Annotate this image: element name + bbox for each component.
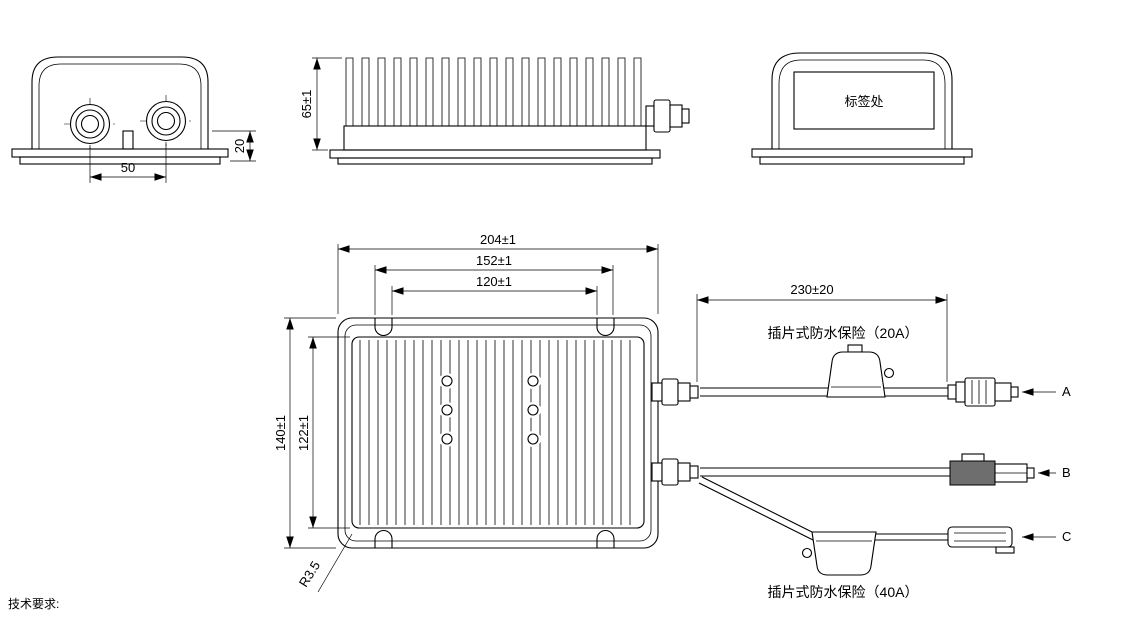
fuse-20a-body	[826, 351, 886, 398]
harness: 230±20 插片式防水保险（20A） A B 插片式防水保险（40A）	[696, 282, 1071, 600]
cable-c-diagonal-top	[701, 476, 821, 537]
side-view: 65±1	[299, 57, 690, 165]
screw-hole	[527, 433, 539, 445]
gland-right-bore	[156, 111, 176, 131]
top-outer-outline	[337, 317, 659, 549]
rear-view: 标签处	[751, 52, 973, 165]
fuse-20a-label: 插片式防水保险（20A）	[768, 325, 919, 341]
rear-body-inner	[778, 59, 946, 149]
screw-halo	[525, 431, 541, 447]
top-mid-outline	[344, 324, 652, 542]
connector-c-tab	[995, 546, 1015, 554]
dim-122-label: 122±1	[296, 415, 311, 451]
mount-slot-bottom-right	[596, 530, 615, 548]
screw-halo	[439, 373, 455, 389]
fuse-40a-body	[811, 531, 877, 576]
top-gland2-neck	[651, 462, 663, 482]
top-gland1-cap	[677, 382, 691, 402]
front-flange-inner	[19, 156, 221, 165]
screw-hole	[527, 404, 539, 416]
top-gland2-nut	[661, 458, 679, 486]
screw-hole	[527, 375, 539, 387]
top-gland1-nut	[661, 378, 679, 406]
radius-leader-line	[317, 533, 353, 593]
mount-slot-top-right	[596, 318, 615, 336]
tech-requirements-heading: 技术要求:	[8, 597, 59, 611]
top-view: 204±1 152±1 120±1 140±1 122±1 R3.5	[273, 232, 699, 593]
connector-b-body	[949, 460, 996, 486]
fuse-20a-loop	[883, 367, 895, 379]
mount-slot-top-left	[374, 318, 393, 336]
side-flange-inner	[337, 157, 653, 165]
dim-204-label: 204±1	[480, 232, 516, 247]
mount-slot-bottom-left	[374, 530, 393, 548]
cable-c-diagonal-bottom	[698, 482, 818, 543]
dim-230-label: 230±20	[790, 282, 833, 297]
top-gland1-neck	[651, 382, 663, 402]
screw-hole	[441, 375, 453, 387]
screw-hole	[441, 433, 453, 445]
top-gland1-tip	[689, 385, 699, 399]
dim-152-label: 152±1	[476, 253, 512, 268]
label-area-text: 标签处	[844, 94, 883, 109]
screw-halo	[525, 373, 541, 389]
front-view: 50 20	[11, 56, 256, 183]
label-area	[793, 71, 935, 130]
screw-halo	[525, 402, 541, 418]
top-gland2-cap	[677, 462, 691, 482]
dim-50-label: 50	[121, 160, 135, 175]
notes: 技术要求:	[8, 597, 59, 611]
dim-140-label: 140±1	[273, 415, 288, 451]
gland-left-bore	[80, 114, 100, 134]
connector-a-body	[964, 377, 996, 407]
dim-120-label: 120±1	[476, 274, 512, 289]
side-gland-nut	[653, 99, 671, 133]
front-body-outline	[31, 56, 209, 149]
screw-halo	[439, 431, 455, 447]
connector-a-ferrule	[947, 384, 957, 400]
fuse-20a-tab	[847, 344, 863, 353]
side-body	[343, 125, 647, 151]
fuse-40a-loop	[801, 547, 813, 559]
rear-body-outline	[771, 52, 953, 149]
connector-a-nose	[994, 382, 1012, 402]
side-gland-tip	[681, 108, 690, 124]
front-body-inner	[38, 63, 202, 149]
connector-c-detail	[954, 532, 1006, 542]
side-gland-cap	[669, 104, 683, 128]
heatsink-fins-side	[345, 57, 642, 126]
dim-65-label: 65±1	[299, 90, 314, 119]
side-gland-neck	[645, 105, 655, 127]
screw-halo	[439, 402, 455, 418]
connector-c-body	[947, 526, 1013, 548]
fuse-40a-label: 插片式防水保险（40A）	[768, 584, 919, 600]
connector-b-label: B	[1062, 465, 1071, 480]
top-fin-area	[351, 336, 645, 529]
top-gland2-tip	[689, 465, 699, 479]
gland-left-mid	[75, 109, 105, 139]
front-center-boss	[122, 130, 134, 150]
connector-a-tip	[1010, 386, 1019, 398]
rear-flange-inner	[759, 156, 965, 165]
connector-a-ring	[955, 381, 966, 403]
connector-a-knurl	[971, 380, 987, 404]
gland-right-mid	[151, 106, 181, 136]
connector-c-label: C	[1062, 529, 1071, 544]
screw-hole	[441, 404, 453, 416]
connector-a-label: A	[1062, 384, 1071, 399]
dim-20-label: 20	[232, 139, 247, 153]
connector-b-tip	[1026, 467, 1035, 479]
